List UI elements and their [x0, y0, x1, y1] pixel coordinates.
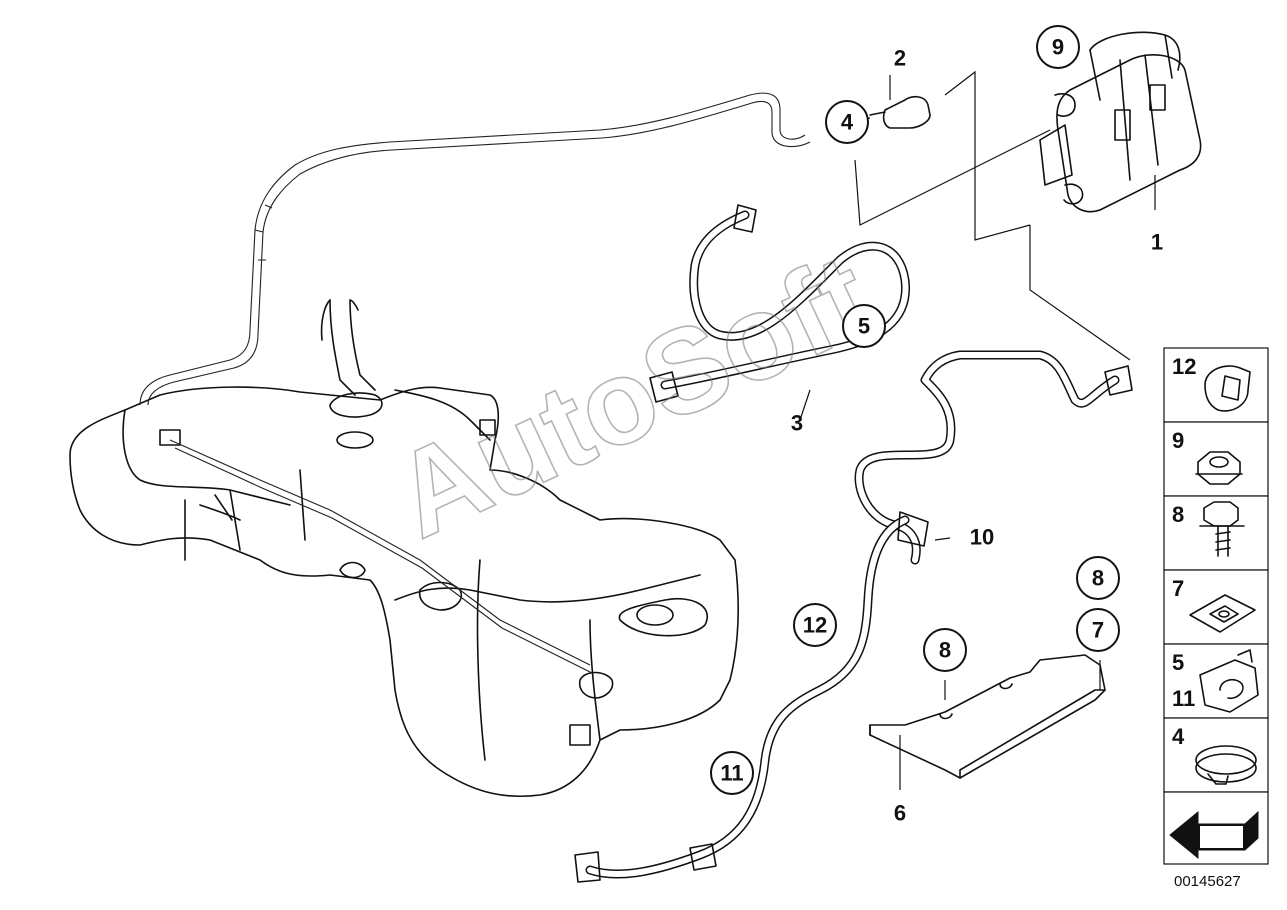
fuel-tank-drawing [69, 299, 740, 798]
callout-4: 4 [825, 100, 869, 144]
connector-2-drawing [869, 95, 931, 129]
callout-6: 6 [894, 801, 906, 826]
callout-3: 3 [791, 411, 803, 436]
assembly-lines [799, 70, 1156, 790]
panel-cell-arrow [1163, 791, 1269, 865]
hose-3-drawing [649, 204, 911, 403]
hose-holder-icon [1199, 649, 1259, 713]
hex-bolt-icon [1199, 501, 1245, 557]
callout-label: 7 [1092, 618, 1104, 643]
vent-line-drawing [139, 92, 811, 406]
callout-label: 8 [1092, 566, 1104, 591]
panel-cell-4: 4 [1163, 717, 1269, 793]
panel-label: 8 [1172, 502, 1184, 527]
hose-11-12-drawing [574, 350, 1133, 883]
panel-label: 12 [1172, 354, 1196, 379]
callout-2: 2 [894, 46, 906, 71]
hex-nut-icon [1195, 451, 1243, 485]
callout-label: 9 [1052, 35, 1064, 60]
watermark-text: AutoSoft [374, 228, 890, 563]
shield-plate-drawing [869, 654, 1106, 779]
panel-cell-9: 9 [1163, 421, 1269, 497]
callout-8-lower: 8 [923, 628, 967, 672]
callout-label: 8 [939, 638, 951, 663]
panel-label: 9 [1172, 428, 1184, 453]
callout-label: 12 [803, 613, 827, 638]
callout-5: 5 [842, 304, 886, 348]
panel-label: 11 [1172, 686, 1195, 711]
charcoal-canister-drawing [1039, 31, 1202, 213]
panel-cell-5-11: 5 11 [1163, 643, 1269, 719]
panel-cell-12: 12 [1163, 347, 1269, 423]
callout-label: 5 [858, 314, 870, 339]
panel-cell-7: 7 [1163, 569, 1269, 645]
direction-arrow-icon [1169, 810, 1259, 860]
panel-cell-8: 8 [1163, 495, 1269, 571]
callout-1: 1 [1151, 230, 1163, 255]
callout-9: 9 [1036, 25, 1080, 69]
callout-10: 10 [970, 525, 994, 550]
callout-8-upper: 8 [1076, 556, 1120, 600]
callout-label: 11 [720, 761, 743, 786]
clip-icon [1204, 365, 1251, 412]
callout-label: 4 [841, 110, 854, 135]
callout-11: 11 [710, 751, 754, 795]
panel-label: 5 [1172, 650, 1184, 675]
callout-12: 12 [793, 603, 837, 647]
panel-label: 7 [1172, 576, 1184, 601]
hose-clamp-icon [1195, 745, 1257, 785]
document-id: 00145627 [1174, 873, 1241, 890]
callout-7: 7 [1076, 608, 1120, 652]
clip-nut-icon [1189, 594, 1256, 633]
panel-label: 4 [1172, 724, 1185, 749]
parts-panel: 12 9 8 [1163, 347, 1269, 865]
